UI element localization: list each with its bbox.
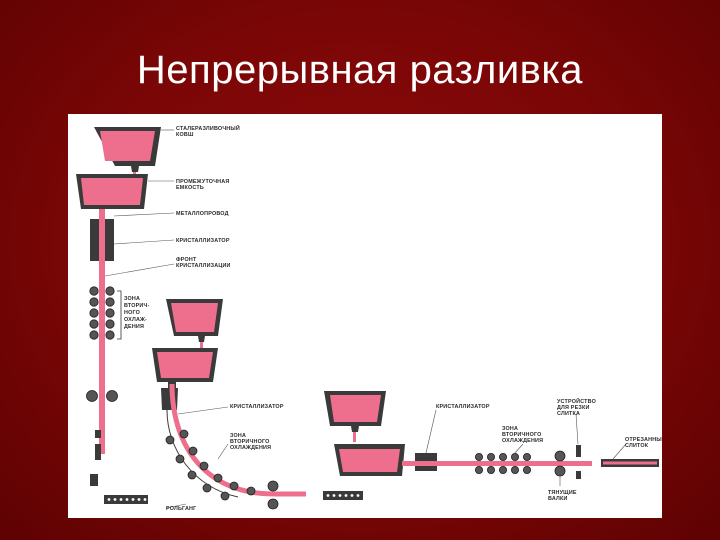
svg-text:ВТОРИЧ-: ВТОРИЧ- xyxy=(124,303,150,309)
roller-table-vertical xyxy=(104,495,148,504)
svg-text:ОХЛАЖ-: ОХЛАЖ- xyxy=(124,317,147,323)
continuous-casting-diagram: СТАЛЕРАЗЛИВОЧНЫЙ КОВШ ПРОМЕЖУТОЧНАЯ ЕМКО… xyxy=(68,114,662,518)
svg-text:ДЕНИЯ: ДЕНИЯ xyxy=(124,324,144,330)
strand-horizontal xyxy=(402,461,592,466)
svg-text:ОХЛАЖДЕНИЯ: ОХЛАЖДЕНИЯ xyxy=(502,438,543,444)
vertical-caster xyxy=(76,127,175,504)
svg-text:ОХЛАЖДЕНИЯ: ОХЛАЖДЕНИЯ xyxy=(230,445,271,451)
svg-text:КРИСТАЛЛИЗАТОР: КРИСТАЛЛИЗАТОР xyxy=(436,404,490,410)
svg-text:КРИСТАЛЛИЗАТОР: КРИСТАЛЛИЗАТОР xyxy=(230,404,284,410)
label-cutting-device: УСТРОЙСТВО ДЛЯ РЕЗКИ СЛИТКА xyxy=(557,397,596,417)
cooling-zone-bracket xyxy=(117,290,122,340)
label-mold-horizontal: КРИСТАЛЛИЗАТОР xyxy=(436,404,490,410)
tundish-radial xyxy=(152,348,218,389)
secondary-cooling-rollers-horizontal xyxy=(474,452,531,474)
svg-text:ПРОМЕЖУТОЧНАЯ: ПРОМЕЖУТОЧНАЯ xyxy=(176,179,229,185)
svg-text:ТЯНУЩИЕ: ТЯНУЩИЕ xyxy=(548,490,577,496)
svg-text:СТАЛЕРАЗЛИВОЧНЫЙ: СТАЛЕРАЗЛИВОЧНЫЙ xyxy=(176,124,240,132)
ladle-radial xyxy=(166,299,223,342)
svg-text:КРИСТАЛЛИЗАТОР: КРИСТАЛЛИЗАТОР xyxy=(176,238,230,244)
label-tundish: ПРОМЕЖУТОЧНАЯ ЕМКОСТЬ xyxy=(176,179,229,191)
svg-text:ФРОНТ: ФРОНТ xyxy=(176,257,197,263)
cut-ingot xyxy=(601,459,659,467)
svg-text:ВТОРИЧНОГО: ВТОРИЧНОГО xyxy=(502,432,542,438)
secondary-cooling-rollers-radial xyxy=(165,429,256,501)
svg-text:ВТОРИЧНОГО: ВТОРИЧНОГО xyxy=(230,439,270,445)
cutting-device-horizontal xyxy=(576,445,581,479)
pull-rolls-vertical xyxy=(86,390,118,402)
svg-text:РОЛЬГАНГ: РОЛЬГАНГ xyxy=(166,506,196,512)
svg-text:ВАЛКИ: ВАЛКИ xyxy=(548,496,568,502)
svg-text:НОГО: НОГО xyxy=(124,310,140,316)
label-mold-radial: КРИСТАЛЛИЗАТОР xyxy=(230,404,284,410)
strand-vertical xyxy=(99,209,105,454)
leader-lines-radial xyxy=(165,406,229,509)
pour-stream-horizontal xyxy=(353,432,356,442)
secondary-cooling-rollers-vertical xyxy=(89,286,115,340)
svg-text:ЗОНА: ЗОНА xyxy=(230,433,246,439)
tundish-vertical xyxy=(76,174,148,216)
pull-rolls-radial xyxy=(267,480,279,510)
leader-lines-horizontal xyxy=(425,409,627,486)
pour-stream-radial xyxy=(200,342,203,349)
label-secondary-cooling-horizontal: ЗОНА ВТОРИЧНОГО ОХЛАЖДЕНИЯ xyxy=(502,426,543,444)
label-roller-table: РОЛЬГАНГ xyxy=(166,506,196,512)
label-secondary-cooling-vertical: ЗОНА ВТОРИЧ- НОГО ОХЛАЖ- ДЕНИЯ xyxy=(124,296,150,330)
svg-text:СЛИТКА: СЛИТКА xyxy=(557,411,580,417)
ladle-vertical xyxy=(94,127,161,172)
label-cut-ingot: ОТРЕЗАННЫЙ СЛИТОК xyxy=(625,435,662,449)
label-ladle: СТАЛЕРАЗЛИВОЧНЫЙ КОВШ xyxy=(176,124,240,138)
radial-caster xyxy=(152,299,363,510)
horizontal-caster xyxy=(324,391,659,486)
svg-text:МЕТАЛЛОПРОВОД: МЕТАЛЛОПРОВОД xyxy=(176,211,229,217)
svg-text:ЗОНА: ЗОНА xyxy=(502,426,518,432)
label-pull-rolls: ТЯНУЩИЕ ВАЛКИ xyxy=(548,490,577,502)
svg-text:ЗОНА: ЗОНА xyxy=(124,296,140,302)
cutting-unit-vertical xyxy=(90,430,101,486)
roller-table-radial xyxy=(323,491,363,500)
tundish-horizontal xyxy=(334,444,405,476)
svg-text:УСТРОЙСТВО: УСТРОЙСТВО xyxy=(557,397,596,405)
svg-text:ОТРЕЗАННЫЙ: ОТРЕЗАННЫЙ xyxy=(625,435,662,443)
svg-text:ЕМКОСТЬ: ЕМКОСТЬ xyxy=(176,185,204,191)
ladle-horizontal xyxy=(324,391,386,432)
slide-title: Непрерывная разливка xyxy=(136,48,584,92)
label-crystallization-front: ФРОНТ КРИСТАЛЛИЗАЦИИ xyxy=(176,257,231,269)
svg-text:СЛИТОК: СЛИТОК xyxy=(625,443,649,449)
svg-text:КРИСТАЛЛИЗАЦИИ: КРИСТАЛЛИЗАЦИИ xyxy=(176,263,231,269)
leader-lines-vertical xyxy=(104,129,175,277)
svg-text:ДЛЯ РЕЗКИ: ДЛЯ РЕЗКИ xyxy=(557,405,590,411)
label-secondary-cooling-radial: ЗОНА ВТОРИЧНОГО ОХЛАЖДЕНИЯ xyxy=(230,433,271,451)
label-mold-vertical: КРИСТАЛЛИЗАТОР xyxy=(176,238,230,244)
svg-text:КОВШ: КОВШ xyxy=(176,132,194,138)
label-nozzle: МЕТАЛЛОПРОВОД xyxy=(176,211,229,217)
mold-vertical xyxy=(90,219,114,261)
